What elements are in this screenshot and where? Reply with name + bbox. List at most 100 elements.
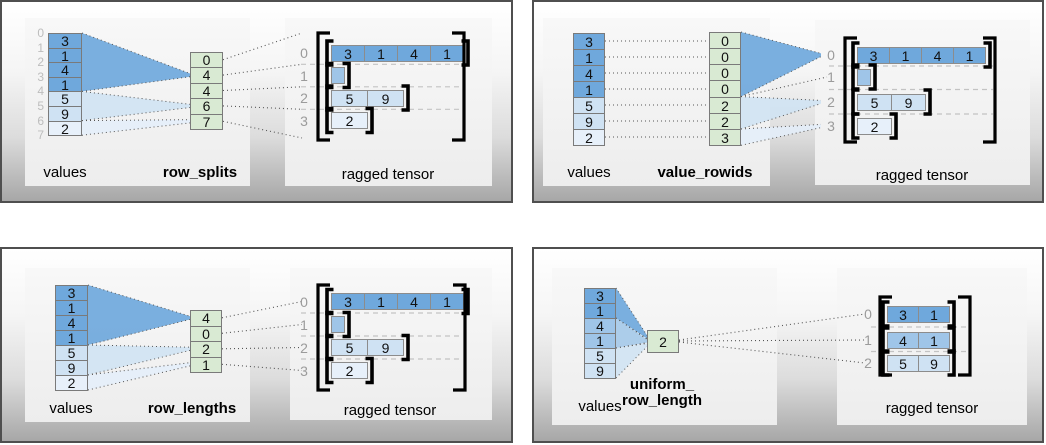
method-cell: 2 xyxy=(709,96,741,114)
method-label: uniform_ row_length xyxy=(621,376,702,409)
method-cell: 4 xyxy=(190,310,222,327)
row-index-label: 1 xyxy=(300,316,308,333)
empty-row-cell xyxy=(331,316,345,333)
value-cell: 3 xyxy=(573,33,605,50)
ragged-cell: 4 xyxy=(397,293,431,310)
ragged-cell: 2 xyxy=(331,112,368,129)
ragged-cell: 2 xyxy=(331,362,368,379)
value-cell: 1 xyxy=(584,333,616,349)
ragged-cell: 5 xyxy=(887,354,919,372)
row-index-label: 1 xyxy=(300,67,308,84)
ragged-cell: 1 xyxy=(430,293,464,310)
method-cell: 2 xyxy=(709,112,741,130)
row-index-label: 0 xyxy=(827,47,835,63)
value-cell: 4 xyxy=(48,62,82,78)
row-index-label: 3 xyxy=(827,118,835,134)
ragged-tensor-label: ragged tensor xyxy=(875,167,969,184)
method-cell: 2 xyxy=(190,341,222,358)
method-cell: 0 xyxy=(709,32,741,50)
ragged-cell: 1 xyxy=(430,44,464,62)
method-cell: 1 xyxy=(190,356,222,373)
ragged-cell: 1 xyxy=(364,44,398,62)
ragged-cell: 3 xyxy=(331,293,365,310)
ragged-cell: 5 xyxy=(857,93,892,111)
ragged-cell: 2 xyxy=(857,117,892,135)
method-cell: 4 xyxy=(190,67,223,84)
value-cell: 3 xyxy=(584,288,616,304)
boundary-index-label: 7 xyxy=(37,128,44,143)
value-cell: 5 xyxy=(584,348,616,364)
value-cell: 9 xyxy=(48,106,82,122)
value-cell: 3 xyxy=(48,33,82,49)
value-cell: 1 xyxy=(48,76,82,93)
method-cell: 0 xyxy=(709,80,741,98)
method-label: row_splits xyxy=(162,164,238,181)
ragged-cell: 9 xyxy=(367,339,404,356)
ragged-cell: 1 xyxy=(918,331,950,349)
value-cell: 4 xyxy=(55,315,88,331)
value-cell: 5 xyxy=(573,97,605,114)
ragged-cell: 4 xyxy=(397,44,431,62)
values-label: values xyxy=(578,398,622,415)
value-cell: 4 xyxy=(584,318,616,334)
value-cell: 1 xyxy=(55,330,88,346)
ragged-cell: 3 xyxy=(331,44,365,62)
value-cell: 1 xyxy=(573,81,605,98)
value-cell: 9 xyxy=(55,360,88,376)
value-cell: 5 xyxy=(55,345,88,361)
value-cell: 1 xyxy=(48,47,82,64)
row-index-label: 1 xyxy=(827,69,835,85)
value-cell: 1 xyxy=(584,303,616,319)
ragged-cell: 9 xyxy=(918,354,950,372)
ragged-cell: 4 xyxy=(887,331,919,349)
value-cell: 2 xyxy=(55,375,88,391)
value-cell: 5 xyxy=(48,91,82,107)
row-index-label: 2 xyxy=(300,339,308,356)
method-cell: 0 xyxy=(709,64,741,82)
value-cell: 4 xyxy=(573,65,605,82)
ragged-cell: 1 xyxy=(953,46,986,64)
ragged-cell: 1 xyxy=(918,305,950,323)
method-cell: 0 xyxy=(709,48,741,66)
method-cell: 4 xyxy=(190,82,223,100)
method-cell: 3 xyxy=(709,128,741,146)
value-cell: 9 xyxy=(584,363,616,379)
row-index-label: 2 xyxy=(827,94,835,110)
boundary-index-label: 5 xyxy=(37,99,44,113)
method-cell: 0 xyxy=(190,52,223,69)
value-cell: 2 xyxy=(573,129,605,146)
ragged-cell: 1 xyxy=(889,46,922,64)
ragged-cell: 5 xyxy=(331,339,368,356)
ragged-cell: 9 xyxy=(891,93,926,111)
ragged-cell: 4 xyxy=(921,46,954,64)
row-index-label: 3 xyxy=(300,112,308,129)
method-label: row_lengths xyxy=(147,400,237,417)
empty-row-cell xyxy=(331,67,345,84)
row-index-label: 3 xyxy=(300,362,308,379)
boundary-index-label: 2 xyxy=(37,55,44,70)
values-label: values xyxy=(43,164,87,181)
row-index-label: 0 xyxy=(300,45,308,61)
boundary-index-label: 3 xyxy=(37,69,44,84)
value-cell: 2 xyxy=(48,120,82,137)
boundary-index-label: 4 xyxy=(37,84,44,99)
boundary-index-label: 1 xyxy=(37,40,44,55)
ragged-cell: 3 xyxy=(857,46,890,64)
ragged-tensor-label: ragged tensor xyxy=(343,402,437,419)
row-index-label: 0 xyxy=(300,293,308,310)
values-label: values xyxy=(567,164,611,181)
method-cell: 7 xyxy=(190,113,223,130)
value-cell: 1 xyxy=(55,300,88,316)
values-label: values xyxy=(49,400,93,417)
row-index-label: 2 xyxy=(300,90,308,106)
ragged-cell: 1 xyxy=(364,293,398,310)
method-cell: 2 xyxy=(647,330,679,353)
value-cell: 1 xyxy=(573,49,605,66)
row-index-label: 0 xyxy=(864,306,872,322)
ragged-tensor-label: ragged tensor xyxy=(341,166,435,183)
value-cell: 9 xyxy=(573,113,605,130)
